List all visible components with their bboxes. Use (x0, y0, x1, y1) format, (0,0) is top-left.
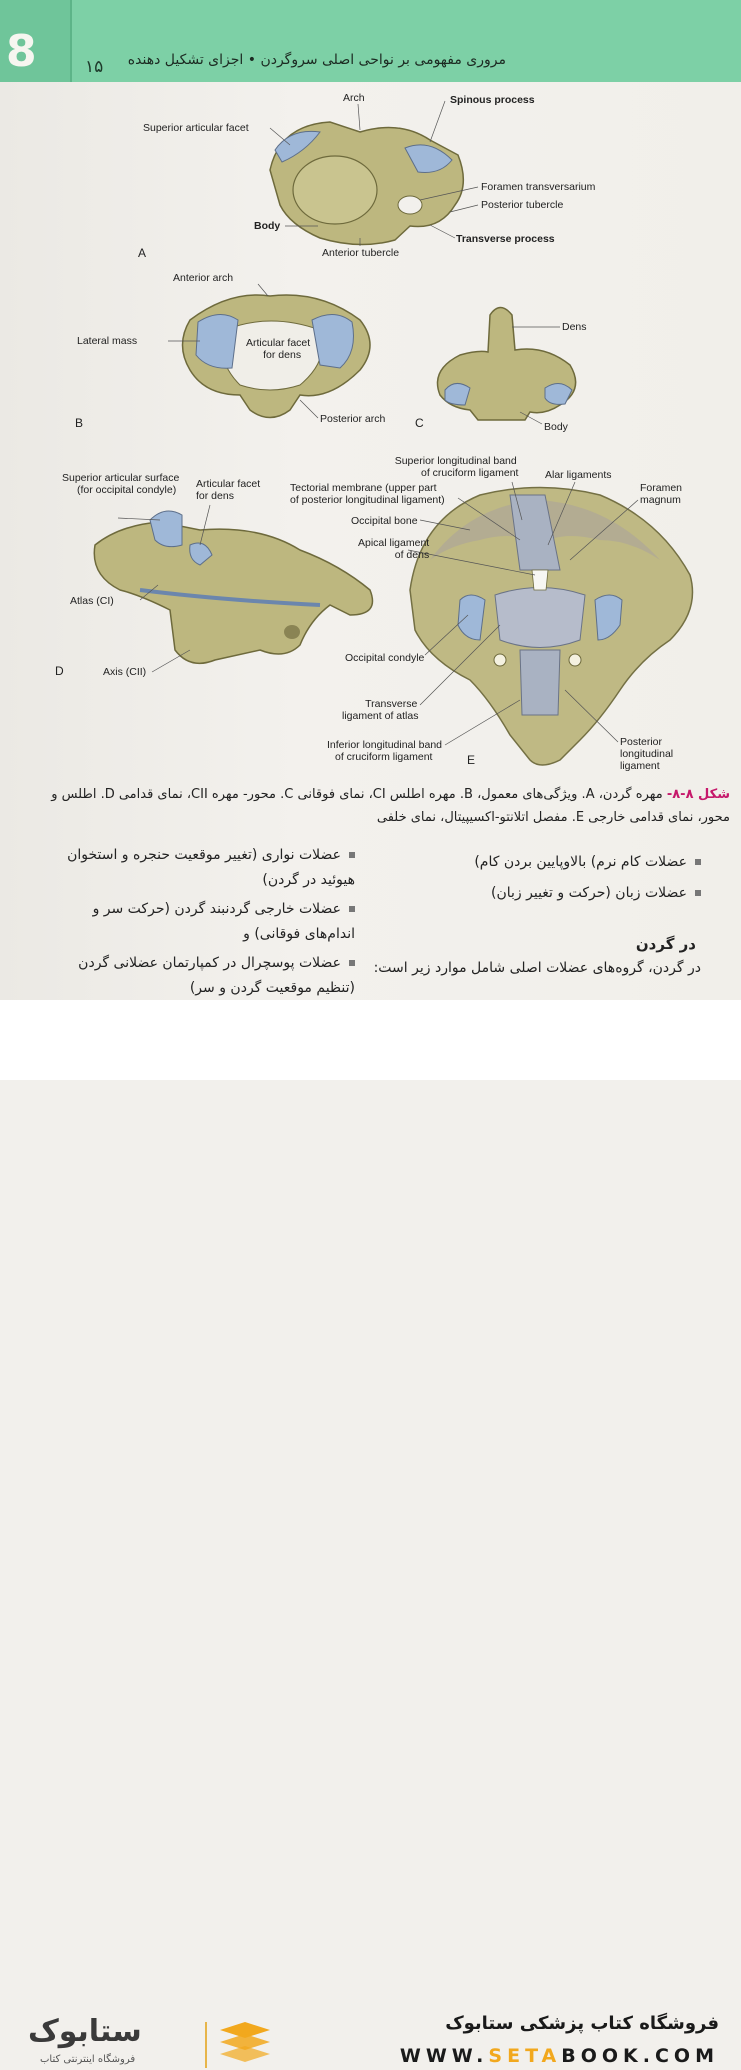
brand-logo: ستابوک (28, 2014, 142, 2049)
panel-label-b: B (75, 416, 84, 430)
atlanto-occipital-posterior (407, 481, 694, 766)
page-number: ۱۵ (85, 57, 104, 77)
store-footer: فروشگاه کتاب پزشکی ستابوک WWW.SETABOOK.C… (0, 1000, 741, 2068)
label-anterior-arch: Anterior arch (173, 272, 234, 284)
running-title: مروری مفهومی بر نواحی اصلی سروگردن • اجز… (127, 52, 506, 68)
vertebra-typical (269, 100, 479, 246)
label-transverse-process: Transverse process (456, 233, 555, 245)
label-occipital-bone: Occipital bone (351, 515, 418, 527)
panel-label-c: C (415, 416, 424, 430)
atlas-axis-anterolateral (93, 504, 374, 673)
section-title: در گردن (635, 935, 696, 953)
label-alar-ligaments: Alar ligaments (545, 469, 612, 481)
anatomy-illustration (93, 100, 694, 766)
label-occipital-condyle: Occipital condyle (345, 652, 425, 664)
axis-anterior-view (436, 306, 577, 425)
list-item: عضلات پوسچرال در کمپارتمان عضلانی گردن (… (78, 955, 355, 996)
label-body-c: Body (544, 421, 568, 433)
atlas-superior-view (168, 283, 371, 419)
caption-text: مهره گردن، A. ویژگی‌های معمول، B. مهره ا… (51, 787, 730, 825)
label-spinous-process: Spinous process (450, 94, 535, 106)
label-lateral-mass: Lateral mass (77, 335, 138, 347)
bullet-list-left: عضلات نواری (تغییر موقعیت حنجره و استخوا… (40, 843, 355, 1000)
brand-divider (205, 2022, 207, 2068)
label-posterior-tubercle: Posterior tubercle (481, 199, 564, 211)
header-band-inner (70, 0, 741, 82)
list-item: عضلات نواری (تغییر موقعیت حنجره و استخوا… (67, 847, 355, 888)
label-superior-articular-surface: Superior articular surface(for occipital… (62, 472, 180, 496)
list-item: عضلات کام نرم) بالاوپایین بردن کام) (371, 850, 701, 875)
store-url[interactable]: WWW.SETABOOK.COM (399, 2045, 719, 2067)
label-superior-articular-facet: Superior articular facet (143, 122, 249, 134)
textbook-page: 8 ۱۵ مروری مفهومی بر نواحی اصلی سروگردن … (0, 0, 741, 1000)
section-body: در گردن، گروه‌های عضلات اصلی شامل موارد … (373, 960, 701, 976)
list-item: عضلات خارجی گردنبند گردن (حرکت سر و اندا… (92, 901, 355, 942)
caption-label: شکل ۸-۸- (666, 787, 730, 802)
panel-label-e: E (467, 753, 476, 767)
label-dens: Dens (562, 321, 587, 333)
store-name: فروشگاه کتاب پزشکی ستابوک (445, 2013, 719, 2034)
label-posterior-arch: Posterior arch (320, 413, 386, 425)
label-arch: Arch (343, 92, 365, 104)
brand-tagline: فروشگاه اینترنتی کتاب (40, 2054, 136, 2065)
bullet-list-right: عضلات کام نرم) بالاوپایین بردن کام) عضلا… (371, 850, 701, 906)
label-body-a: Body (254, 220, 281, 232)
panel-label-a: A (138, 246, 147, 260)
chapter-number: 8 (6, 26, 37, 77)
label-atlas-ci: Atlas (CI) (70, 595, 114, 607)
panel-label-d: D (55, 664, 64, 678)
label-axis-cii: Axis (CII) (103, 666, 147, 678)
list-item: عضلات زبان (حرکت و تغییر زبان) (371, 881, 701, 906)
book-logo-icon (220, 2022, 270, 2062)
label-anterior-tubercle: Anterior tubercle (322, 247, 400, 259)
label-foramen-transversarium: Foramen transversarium (481, 181, 596, 193)
figure-caption: شکل ۸-۸- مهره گردن، A. ویژگی‌های معمول، … (40, 783, 730, 829)
